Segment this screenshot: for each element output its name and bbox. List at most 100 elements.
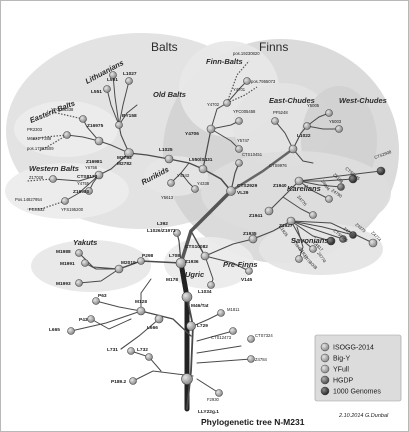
node-z1936[interactable] (200, 251, 210, 261)
label-pos7955073: pos.7955073 (251, 79, 276, 84)
label-z1925: Z1925 (278, 225, 289, 238)
node-v145[interactable] (245, 267, 253, 275)
node-y4343[interactable] (167, 179, 175, 187)
node-cts7324[interactable] (247, 335, 255, 343)
region-karelians (201, 151, 391, 235)
legend-swatch-isogg (320, 342, 330, 352)
node-l729[interactable] (186, 321, 196, 331)
label-yakuts: Yakuts (73, 238, 97, 247)
node-cts12473[interactable] (229, 327, 237, 335)
node-l1034[interactable] (207, 281, 215, 289)
node-cts2908[interactable] (376, 166, 386, 176)
node-yfc005458[interactable] (235, 117, 243, 125)
label-z16980: Z16980 (73, 189, 90, 195)
node-m128[interactable] (136, 306, 146, 316)
label-m1811: M1811 (227, 307, 240, 312)
node-l665[interactable] (67, 327, 75, 335)
label-savonians: Savonians (291, 236, 329, 245)
node-y5747[interactable] (235, 145, 243, 153)
node-z1935[interactable] (248, 234, 258, 244)
node-z4770[interactable] (325, 195, 333, 203)
node-cts8173[interactable] (94, 170, 104, 180)
node-lly22g[interactable] (181, 373, 193, 385)
node-z4778[interactable] (339, 235, 347, 243)
node-f2930[interactable] (215, 389, 223, 397)
node-m1993[interactable] (75, 279, 83, 287)
node-l591[interactable] (109, 71, 117, 79)
label-z1935: Z1935 (243, 231, 257, 237)
node-m1991[interactable] (81, 259, 89, 267)
label-western-balts: Western Balts (29, 164, 79, 173)
node-y5005[interactable] (325, 109, 333, 117)
node-l731[interactable] (127, 347, 135, 355)
node-cts10451[interactable] (235, 159, 243, 167)
region-eastern-balts (14, 101, 118, 157)
node-l551[interactable] (103, 85, 111, 93)
node-y5003[interactable] (335, 125, 343, 133)
node-pr2303[interactable] (63, 131, 71, 139)
node-z4373[interactable] (349, 231, 357, 239)
node-l550[interactable] (198, 164, 208, 174)
label-l1034: L1034 (198, 289, 212, 295)
node-y4338[interactable] (191, 185, 199, 193)
node-m46[interactable] (181, 291, 193, 303)
label-p43: P43 (79, 317, 88, 323)
node-z4770b[interactable] (309, 211, 317, 219)
node-z1927[interactable] (286, 216, 296, 226)
node-m2783[interactable] (124, 148, 134, 158)
legend-label-yfull: YFull (333, 367, 349, 374)
node-l666[interactable] (154, 314, 164, 324)
label-z16975: Z16975 (87, 123, 104, 129)
node-l1022[interactable] (303, 122, 311, 130)
node-cts9976[interactable] (288, 144, 298, 154)
node-z16975[interactable] (94, 136, 104, 146)
node-cts8008[interactable] (295, 255, 303, 263)
node-by158[interactable] (115, 121, 123, 129)
node-l1025[interactable] (164, 154, 174, 164)
label-east-chudes: East-Chudes (269, 96, 315, 105)
node-y4706[interactable] (206, 124, 216, 134)
label-cts9976: CTS9976 (269, 163, 287, 168)
trunk-branch (178, 260, 190, 412)
node-z5168[interactable] (337, 183, 345, 191)
node-m2019[interactable] (114, 264, 124, 274)
node-ctss9[interactable] (226, 186, 236, 196)
node-z4784[interactable] (247, 355, 255, 363)
label-west-chudes: West-Chudes (339, 96, 387, 105)
node-m1811[interactable] (217, 309, 225, 317)
node-l392[interactable] (173, 229, 181, 237)
legend-swatch-hgdp (320, 375, 330, 385)
label-l665: L665 (49, 327, 60, 333)
label-m1991: M1991 (60, 261, 75, 267)
node-l732[interactable] (145, 353, 153, 361)
node-y4701[interactable] (243, 77, 251, 85)
node-cts9451[interactable] (309, 245, 317, 253)
node-cts9965[interactable] (326, 236, 336, 246)
node-p43[interactable] (87, 315, 95, 323)
node-z17028[interactable] (49, 175, 57, 183)
label-finns: Finns (259, 40, 288, 54)
node-z4774[interactable] (368, 238, 378, 248)
node-fgs532[interactable] (61, 197, 69, 205)
node-z16980[interactable] (85, 187, 93, 195)
node-yfc005338[interactable] (79, 115, 87, 123)
node-pf5248[interactable] (271, 117, 279, 125)
label-balts: Balts (151, 40, 178, 54)
node-y4702[interactable] (223, 99, 231, 107)
node-p63[interactable] (92, 297, 100, 305)
label-z1927: Z1927 (279, 223, 293, 229)
label-z16981: Z16981 (86, 159, 103, 165)
node-z1940[interactable] (294, 176, 304, 186)
label-cts12473: CTS12473 (211, 335, 232, 340)
node-m1988[interactable] (75, 249, 83, 257)
label-yfc005458: YFC005458 (233, 109, 256, 114)
node-m178[interactable] (175, 257, 187, 269)
node-l1027[interactable] (125, 77, 133, 85)
node-cts8445[interactable] (348, 174, 358, 184)
node-p189[interactable] (129, 377, 137, 385)
label-cts10451: CTS10451 (242, 152, 263, 157)
label-p189: P189.2 (111, 379, 127, 385)
node-z1941[interactable] (264, 206, 274, 216)
node-p298[interactable] (137, 257, 145, 265)
label-y5613: Y5613 (161, 195, 174, 200)
